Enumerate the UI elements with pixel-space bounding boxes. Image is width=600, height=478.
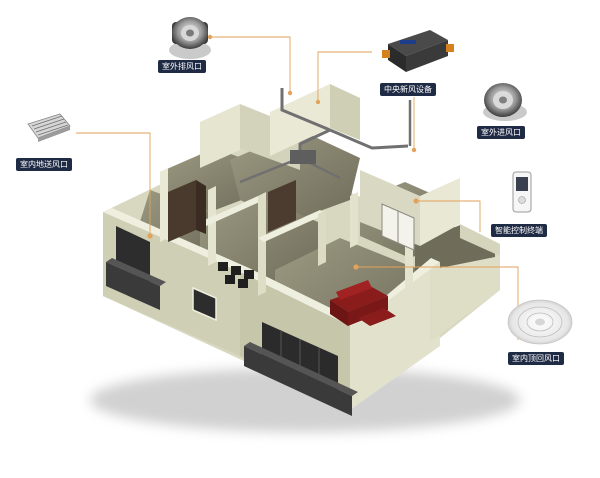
dining-set [218, 262, 254, 288]
wall-back-3 [270, 84, 330, 156]
wardrobe [168, 180, 196, 242]
sofa [330, 280, 396, 326]
partition-2 [208, 186, 216, 266]
partition-8 [405, 241, 413, 290]
label-ceiling-return: 室内顶回风口 [508, 352, 564, 365]
wall-top-front-middle [240, 268, 359, 326]
round-exhaust-vent-icon [169, 17, 211, 59]
partition-1 [160, 168, 168, 242]
wall-back-1 [200, 104, 240, 168]
planter-left [106, 262, 160, 310]
wall-far-right [430, 256, 500, 342]
ventilation-unit-icon [382, 30, 454, 72]
central-unit-in-house [290, 150, 316, 164]
wall-back-4 [330, 84, 360, 140]
wall-back-7 [460, 224, 500, 256]
ceiling-diffuser-icon [507, 299, 573, 345]
label-smart-controller: 智能控制终端 [491, 224, 547, 237]
label-central-unit: 中央新风设备 [380, 83, 436, 96]
label-outdoor-intake: 室外进风口 [477, 126, 525, 139]
partition-4 [258, 192, 266, 296]
wall-back-6 [420, 178, 460, 246]
leader-dots [147, 34, 419, 270]
ground-shadow [90, 368, 520, 432]
cabinet [268, 180, 296, 232]
partition-3 [200, 196, 264, 226]
partition-5 [258, 210, 326, 242]
label-floor-supply: 室内地送风口 [16, 158, 72, 171]
partition-7 [350, 192, 358, 248]
window-middle [192, 286, 217, 322]
partition-6 [318, 210, 326, 266]
duct-network [239, 88, 412, 184]
wall-controller-icon [512, 171, 532, 213]
round-intake-vent-icon [483, 83, 527, 121]
wall-front-right [350, 262, 440, 410]
linear-floor-grille-icon [27, 113, 71, 142]
house-model [103, 84, 500, 416]
planter-front [244, 346, 352, 416]
label-outdoor-exhaust: 室外排风口 [158, 60, 206, 73]
